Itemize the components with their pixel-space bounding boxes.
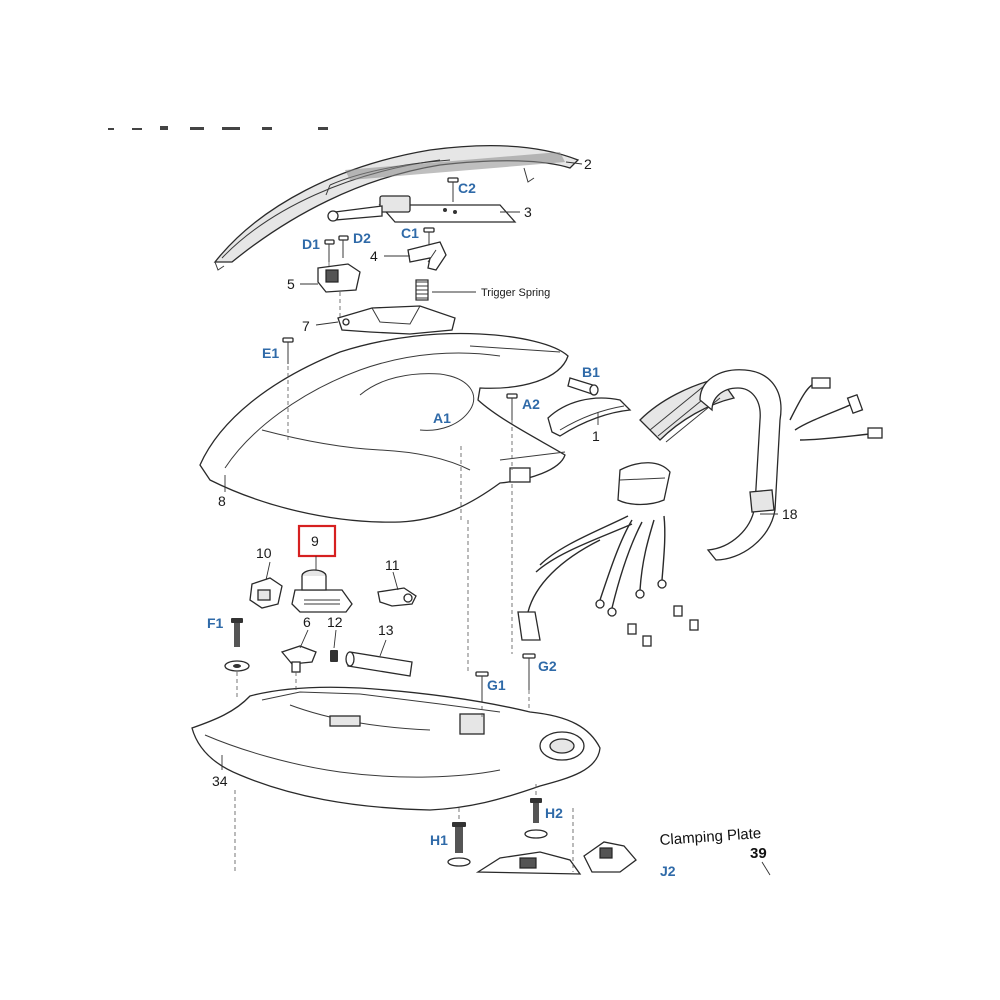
part-1-cap xyxy=(547,397,632,437)
label-6: 6 xyxy=(303,614,311,630)
part-2-handle-grille xyxy=(213,145,580,271)
part-9-thermostat xyxy=(291,569,353,613)
label-2: 2 xyxy=(584,156,592,172)
part-13-rod xyxy=(345,651,413,677)
label-D1: D1 xyxy=(302,236,320,252)
label-4: 4 xyxy=(370,248,378,264)
part-7-bracket xyxy=(337,305,456,335)
pin-B1 xyxy=(567,377,599,396)
label-8: 8 xyxy=(218,493,226,509)
label-7: 7 xyxy=(302,318,310,334)
label-G1: G1 xyxy=(487,677,506,693)
label-B1: B1 xyxy=(582,364,600,380)
part-12-spring xyxy=(330,650,338,662)
label-13: 13 xyxy=(378,622,394,638)
screw-C2 xyxy=(447,177,459,202)
part-8-upper-housing xyxy=(199,332,569,523)
scan-artifact xyxy=(108,126,328,130)
label-10: 10 xyxy=(256,545,272,561)
label-A1: A1 xyxy=(433,410,451,426)
label-9: 9 xyxy=(311,533,319,549)
part-5-switch-holder xyxy=(317,263,361,293)
label-18: 18 xyxy=(782,506,798,522)
screw-D2 xyxy=(338,235,349,258)
fastener-labels: C2 C1 D1 D2 E1 B1 A1 A2 F1 G1 G2 H1 H2 J… xyxy=(207,180,676,879)
leader-lines xyxy=(221,161,778,876)
label-J2: J2 xyxy=(660,863,676,879)
label-3: 3 xyxy=(524,204,532,220)
part-10-connector xyxy=(249,577,283,609)
part-34-base-frame xyxy=(191,686,601,811)
label-clamping-plate: Clamping Plate xyxy=(659,825,762,849)
page-number: 39 xyxy=(750,845,767,862)
part-18-cord-assembly xyxy=(517,369,883,647)
label-H1: H1 xyxy=(430,832,448,848)
callout-labels: 2 3 4 5 7 1 8 9 10 11 6 12 13 18 34 xyxy=(212,156,798,789)
trigger-spring xyxy=(415,279,429,301)
label-12: 12 xyxy=(327,614,343,630)
screw-D1 xyxy=(324,239,335,262)
screw-G1 xyxy=(475,671,489,705)
label-C1: C1 xyxy=(401,225,419,241)
highlight-box xyxy=(297,524,337,558)
clamping-plate-partial xyxy=(583,841,637,873)
screw-A2 xyxy=(506,393,518,420)
assembly-axes xyxy=(234,262,574,872)
label-1: 1 xyxy=(592,428,600,444)
label-F1: F1 xyxy=(207,615,224,631)
screw-H1 xyxy=(447,822,471,867)
label-34: 34 xyxy=(212,773,228,789)
part-3-switch-board xyxy=(327,195,517,223)
label-H2: H2 xyxy=(545,805,563,821)
label-G2: G2 xyxy=(538,658,557,674)
label-E1: E1 xyxy=(262,345,279,361)
label-5: 5 xyxy=(287,276,295,292)
label-C2: C2 xyxy=(458,180,476,196)
label-trigger-spring: Trigger Spring xyxy=(481,287,550,299)
label-A2: A2 xyxy=(522,396,540,412)
part-11-lever xyxy=(377,587,417,607)
screw-F1 xyxy=(224,618,250,672)
screw-E1 xyxy=(282,337,294,364)
part-6-holder xyxy=(280,645,317,673)
lower-plate-partial xyxy=(475,851,582,875)
label-D2: D2 xyxy=(353,230,371,246)
label-11: 11 xyxy=(385,557,400,573)
screw-G2 xyxy=(522,653,536,690)
screw-H2 xyxy=(524,798,548,839)
part-4-trigger xyxy=(407,241,447,271)
